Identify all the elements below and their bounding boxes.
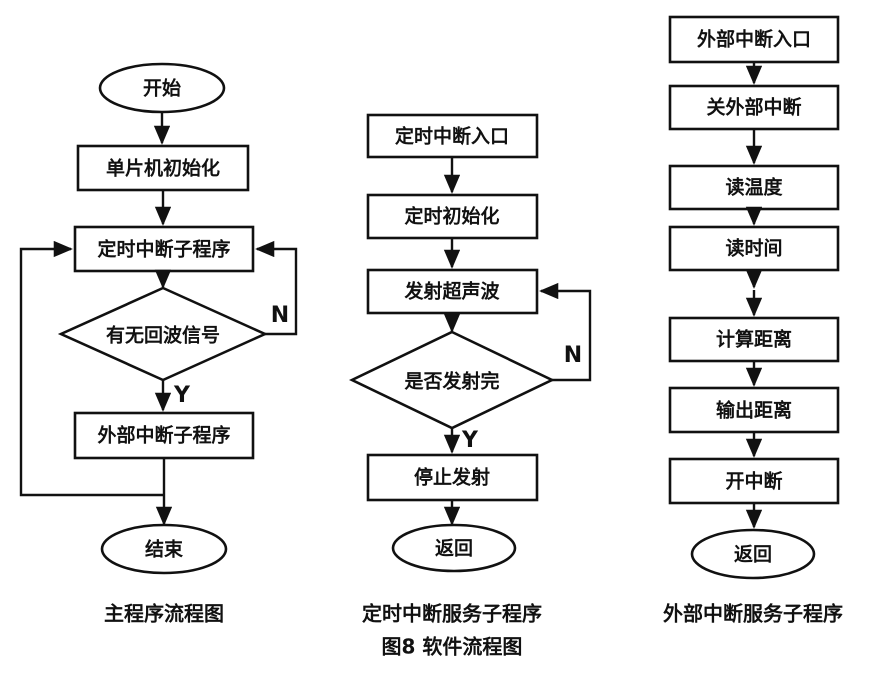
node-ext-entry[interactable]: 外部中断入口 [668,15,840,64]
node-ext-isr-label: 外部中断子程序 [97,424,230,447]
ext-entry-box-shape [668,15,840,64]
node-read-temperature[interactable]: 读温度 [668,164,840,211]
edge-decision-emit-no-loop [539,282,592,382]
caption-column-2: 定时中断服务子程序 [362,602,542,626]
node-init-mcu[interactable]: 单片机初始化 [76,144,250,192]
node-decision-echo-label: 有无回波信号 [106,324,220,347]
node-start[interactable]: 开始 [98,62,226,114]
ext-isr-box-shape [73,411,255,460]
node-return-col3[interactable]: 返回 [690,528,816,580]
node-ext-entry-label: 外部中断入口 [697,28,811,51]
node-emit-ultrasonic[interactable]: 发射超声波 [366,268,539,315]
edge-ext-isr-loop-back [19,240,164,497]
node-timer-isr[interactable]: 定时中断子程序 [73,225,255,273]
node-read-time[interactable]: 读时间 [668,225,840,272]
edge-decision-echo-no-loop [255,240,298,336]
node-output-distance-label: 输出距离 [716,399,792,422]
branch-label-no-col1: N [271,303,289,328]
emit-ultrasonic-box-shape [366,268,539,315]
figure-title: 图8 软件流程图 [382,635,523,659]
init-mcu-box-shape [76,144,250,192]
node-decision-emit-done[interactable]: 是否发射完 [348,330,556,430]
node-timer-entry[interactable]: 定时中断入口 [366,113,539,159]
node-disable-ext-int-label: 关外部中断 [706,96,801,119]
node-timer-entry-label: 定时中断入口 [395,125,509,148]
node-enable-int-label: 开中断 [725,470,782,493]
node-ext-isr[interactable]: 外部中断子程序 [73,411,255,460]
node-decision-echo[interactable]: 有无回波信号 [57,286,269,382]
column-external-isr: 外部中断入口 关外部中断 读温度 读时间 [663,15,843,626]
node-emit-ultrasonic-label: 发射超声波 [403,280,500,303]
node-return-col3-label: 返回 [734,544,772,566]
node-timer-init[interactable]: 定时初始化 [366,193,539,240]
timer-entry-box-shape [366,113,539,159]
node-enable-int[interactable]: 开中断 [668,457,840,505]
node-decision-emit-done-label: 是否发射完 [404,370,499,393]
node-end-label: 结束 [145,538,184,561]
return-terminator-shape-col2 [391,523,517,573]
node-timer-isr-label: 定时中断子程序 [97,238,230,261]
node-read-time-label: 读时间 [725,237,782,260]
disable-ext-int-box-shape [668,84,840,131]
node-calc-distance[interactable]: 计算距离 [668,316,840,363]
node-init-mcu-label: 单片机初始化 [106,157,220,180]
node-stop-emit-label: 停止发射 [414,466,490,489]
node-start-label: 开始 [143,77,181,100]
node-stop-emit[interactable]: 停止发射 [366,453,539,502]
node-timer-init-label: 定时初始化 [404,205,499,228]
timer-init-box-shape [366,193,539,240]
node-return-col2[interactable]: 返回 [391,523,517,573]
node-return-col2-label: 返回 [435,538,473,560]
read-time-box-shape [668,225,840,272]
end-terminator-shape [100,523,228,575]
return-terminator-shape-col3 [690,528,816,580]
node-disable-ext-int[interactable]: 关外部中断 [668,84,840,131]
branch-label-no-col2: N [564,343,582,368]
branch-label-yes-col2: Y [461,428,479,453]
caption-column-3: 外部中断服务子程序 [663,602,843,626]
column-main-program: 开始 单片机初始化 定时中断子程序 有无回波信号 [19,62,298,626]
node-read-temperature-label: 读温度 [725,176,783,199]
calc-distance-box-shape [668,316,840,363]
output-distance-box-shape [668,386,840,434]
branch-label-yes-col1: Y [173,383,191,408]
caption-column-1: 主程序流程图 [104,602,224,626]
node-calc-distance-label: 计算距离 [716,328,792,351]
node-output-distance[interactable]: 输出距离 [668,386,840,434]
node-end[interactable]: 结束 [100,523,228,575]
column-timer-isr: 定时中断入口 定时初始化 发射超声波 是否发射完 N [348,113,592,659]
